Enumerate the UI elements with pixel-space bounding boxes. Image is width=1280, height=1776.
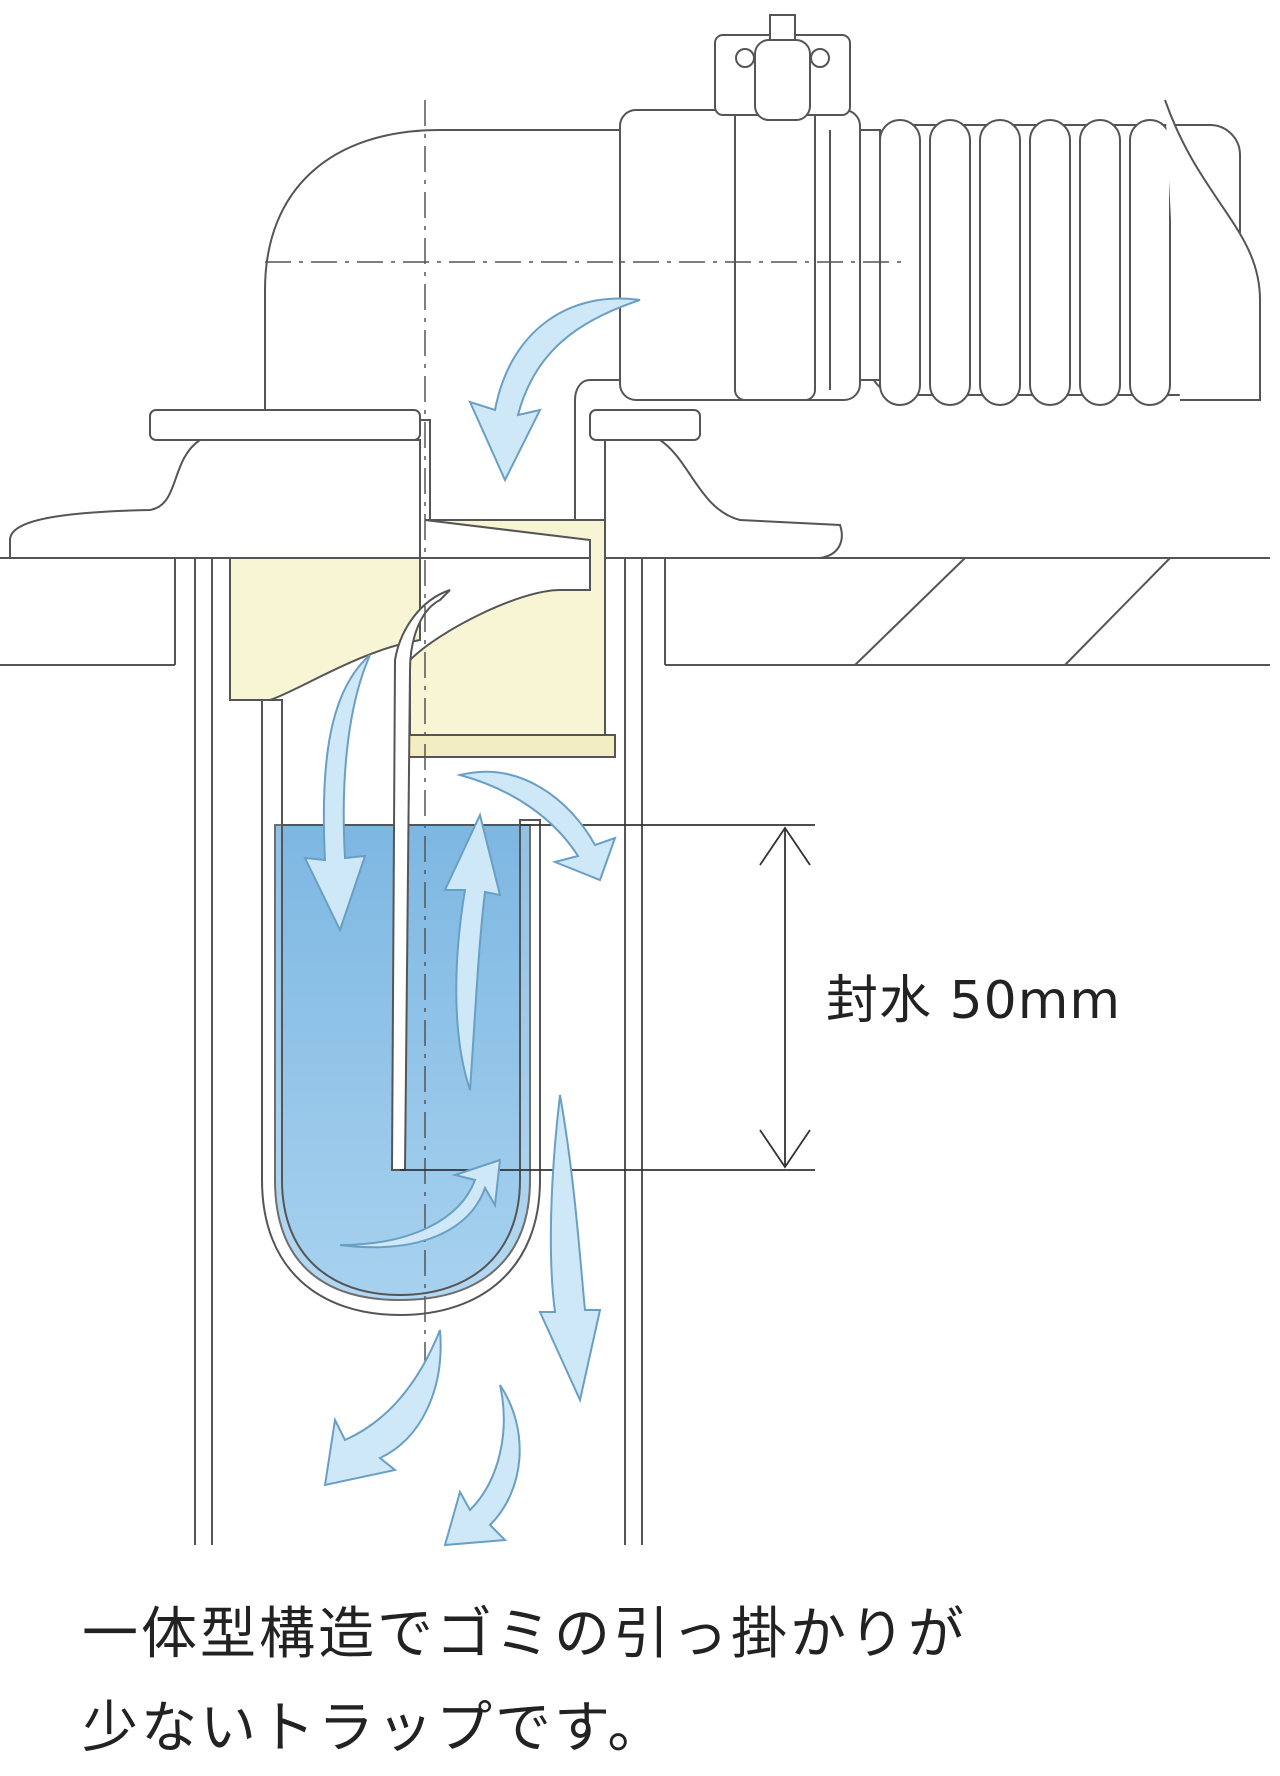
floor-flange (9, 409, 843, 559)
flow-arrow-bottom-turn (339, 1158, 502, 1249)
corrugated-hose (869, 99, 1261, 406)
floor-slab (0, 557, 1270, 666)
trap-cup (261, 699, 541, 1317)
flow-arrow-overflow (456, 770, 617, 882)
caption-line-1: 一体型構造でゴミの引っ掛かりが (82, 1602, 967, 1667)
outer-drain-pipe (194, 558, 643, 1545)
caption-line-2: 少ないトラップです。 (82, 1696, 667, 1761)
flow-arrow-elbow (468, 297, 641, 483)
seal-water-label: 封水 50mm (826, 971, 1122, 1031)
flow-arrow-down-right (538, 1094, 602, 1404)
flow-arrow-up (443, 812, 502, 1091)
inner-dip-tube (390, 589, 451, 1171)
center-lines (265, 100, 905, 1420)
flow-arrow-down-left (303, 654, 371, 933)
flow-arrows (303, 297, 641, 1547)
hose-clamp (714, 14, 851, 121)
flow-arrow-exit-right (443, 1384, 521, 1547)
caption: 一体型構造でゴミの引っ掛かりが 少ないトラップです。 (82, 1588, 1262, 1776)
flow-arrow-exit-left (323, 1329, 442, 1487)
